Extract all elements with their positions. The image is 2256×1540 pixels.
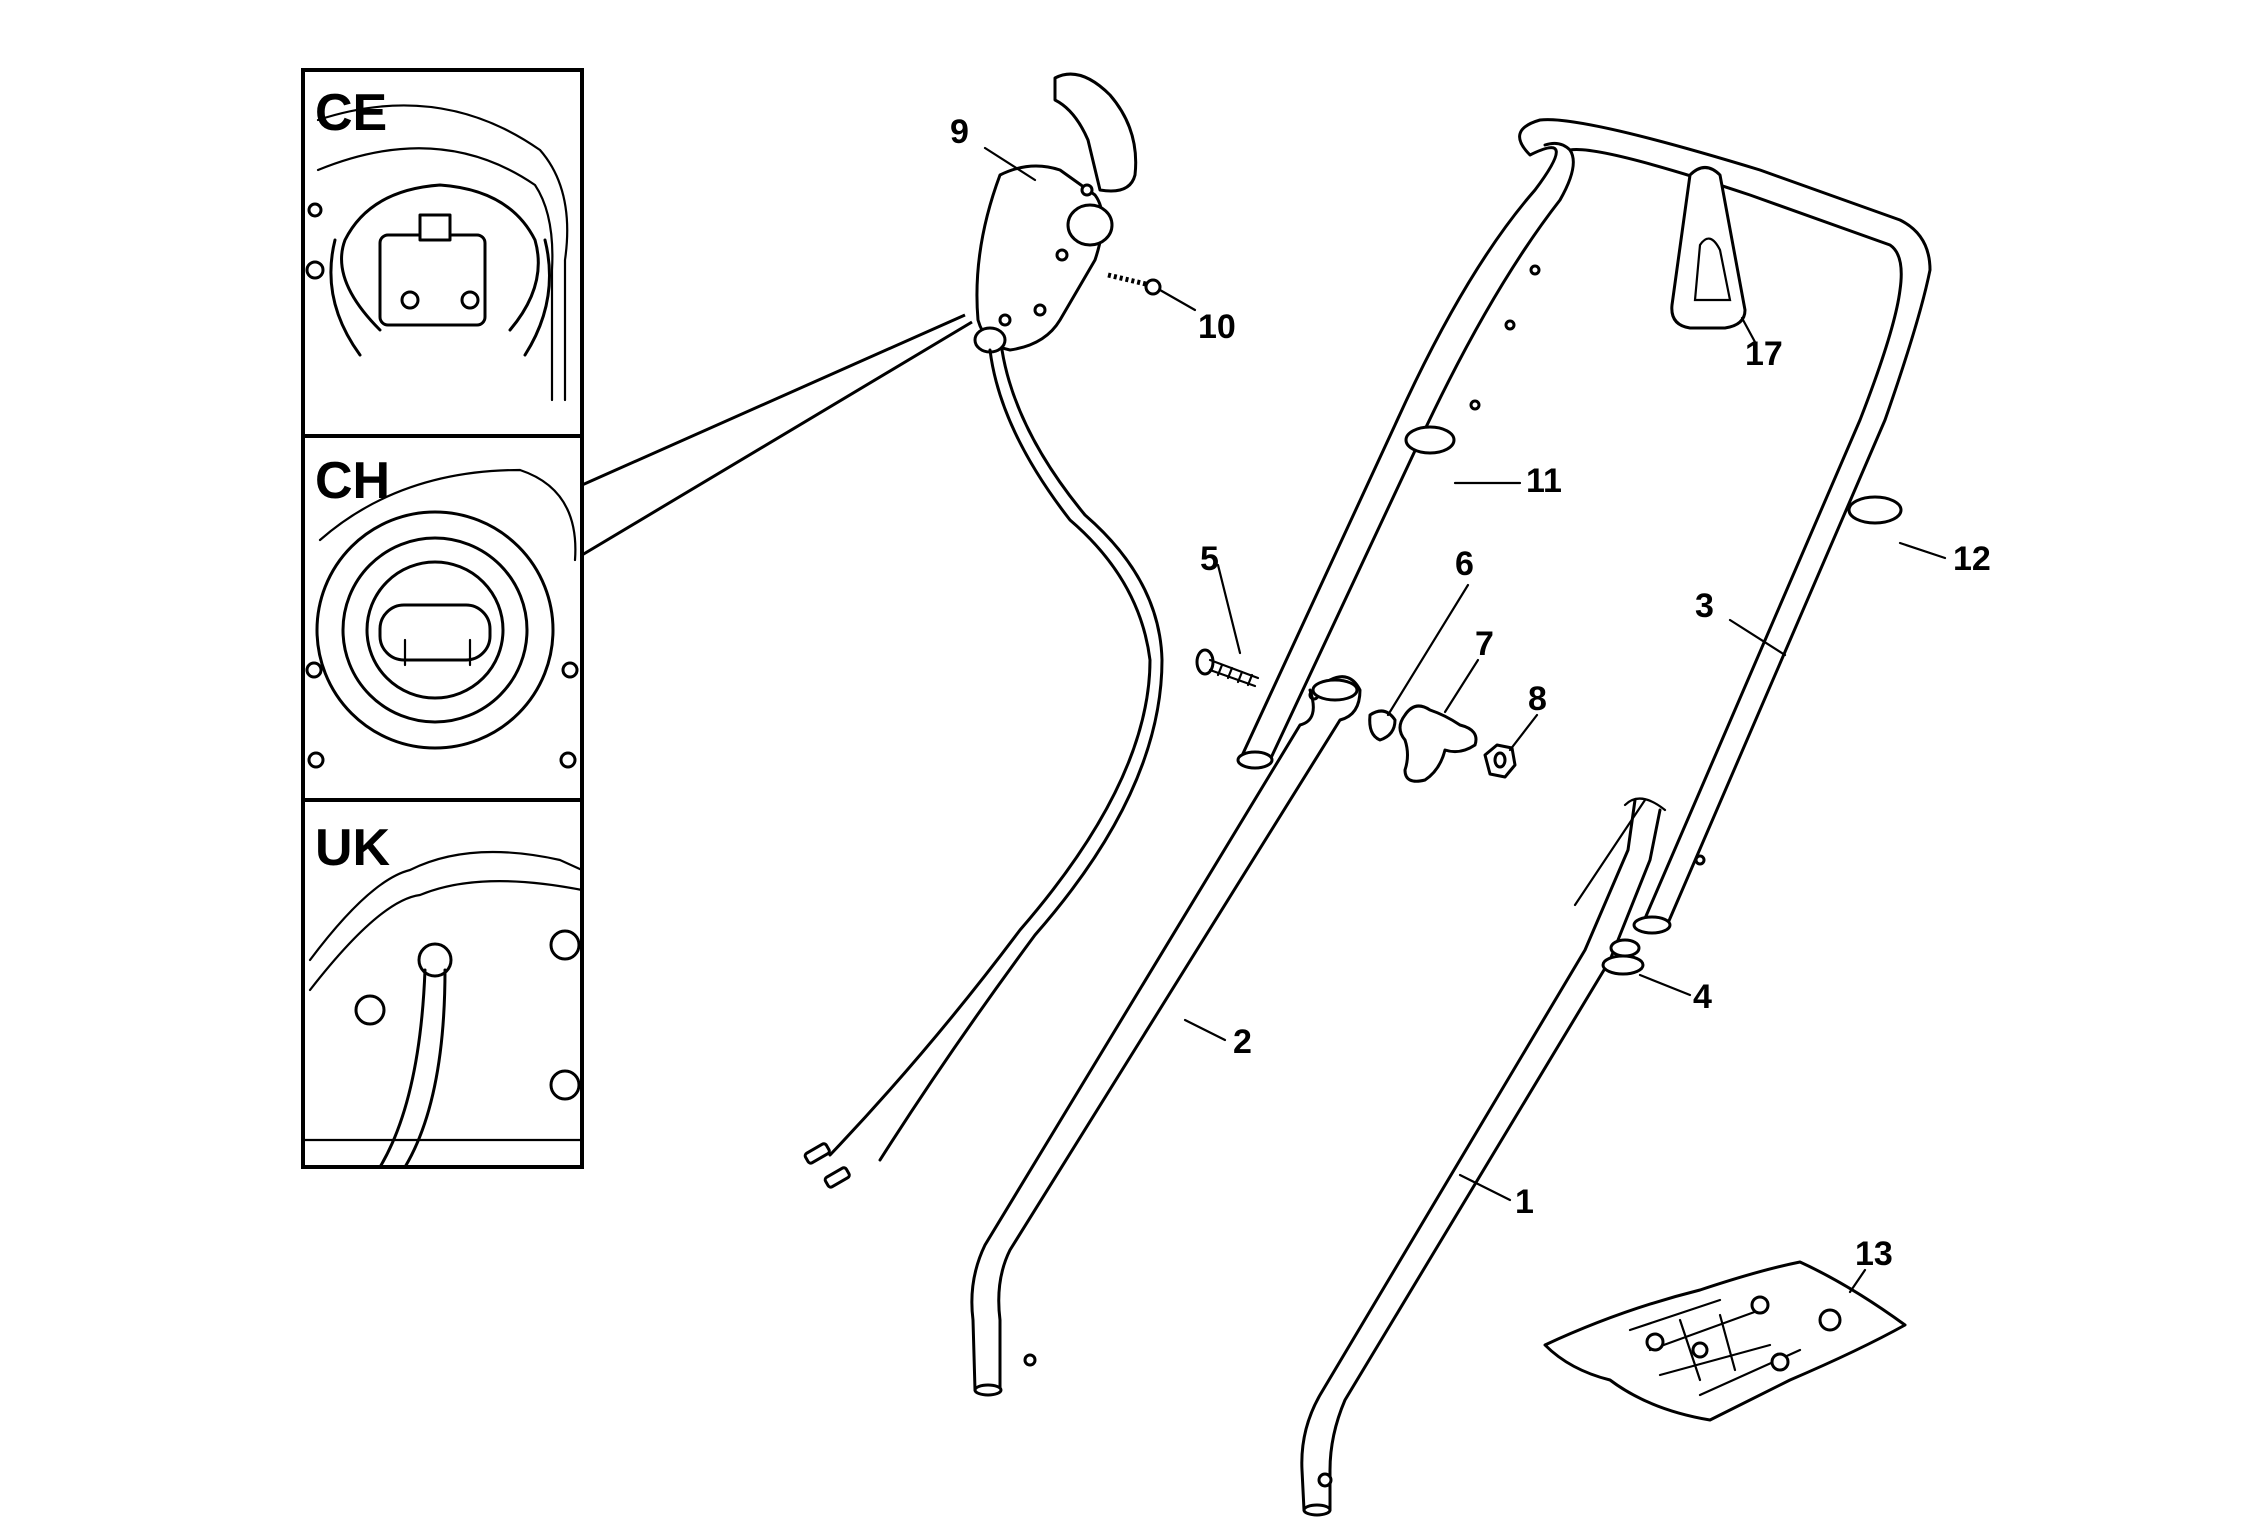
lower-tube-2 [970, 675, 1362, 1397]
callout-3: 3 [1695, 587, 1714, 625]
inset-uk: UK [301, 819, 584, 1169]
lower-tube-1 [1300, 797, 1667, 1517]
washer-6 [1368, 709, 1397, 742]
callout-2: 2 [1233, 1023, 1252, 1061]
nut-8 [1483, 743, 1517, 779]
hardware-bag-13 [1543, 1260, 1907, 1422]
inset-ce: CE [305, 84, 569, 402]
screw-10 [1107, 272, 1197, 312]
cable-hook-17 [1670, 166, 1747, 330]
upper-handle-bow [1236, 118, 1932, 935]
leader-lines [983, 146, 1947, 1294]
power-cable [803, 348, 1164, 1189]
inset-ch: CH [305, 452, 579, 769]
callout-13: 13 [1855, 1235, 1893, 1273]
bolt-5 [1195, 648, 1260, 688]
callout-9: 9 [950, 113, 969, 151]
inset-label-ce: CE [315, 84, 387, 142]
callout-4: 4 [1693, 978, 1712, 1016]
callout-numbers: 9 10 17 11 12 5 6 7 8 3 4 2 1 13 [950, 113, 1991, 1273]
callout-10: 10 [1198, 308, 1236, 346]
callout-11: 11 [1526, 462, 1562, 500]
callout-7: 7 [1475, 625, 1494, 663]
plug-variant-insets: CE CH UK [301, 68, 973, 1169]
inset-label-ch: CH [315, 452, 390, 510]
plug-4 [1601, 938, 1645, 976]
callout-12: 12 [1953, 540, 1991, 578]
callout-1: 1 [1515, 1183, 1534, 1221]
inset-label-uk: UK [315, 819, 391, 877]
callout-8: 8 [1528, 680, 1547, 718]
callout-17: 17 [1745, 335, 1783, 373]
switch-box [973, 72, 1138, 354]
callout-6: 6 [1455, 545, 1474, 583]
knob-7 [1398, 704, 1478, 783]
callout-5: 5 [1200, 540, 1219, 578]
